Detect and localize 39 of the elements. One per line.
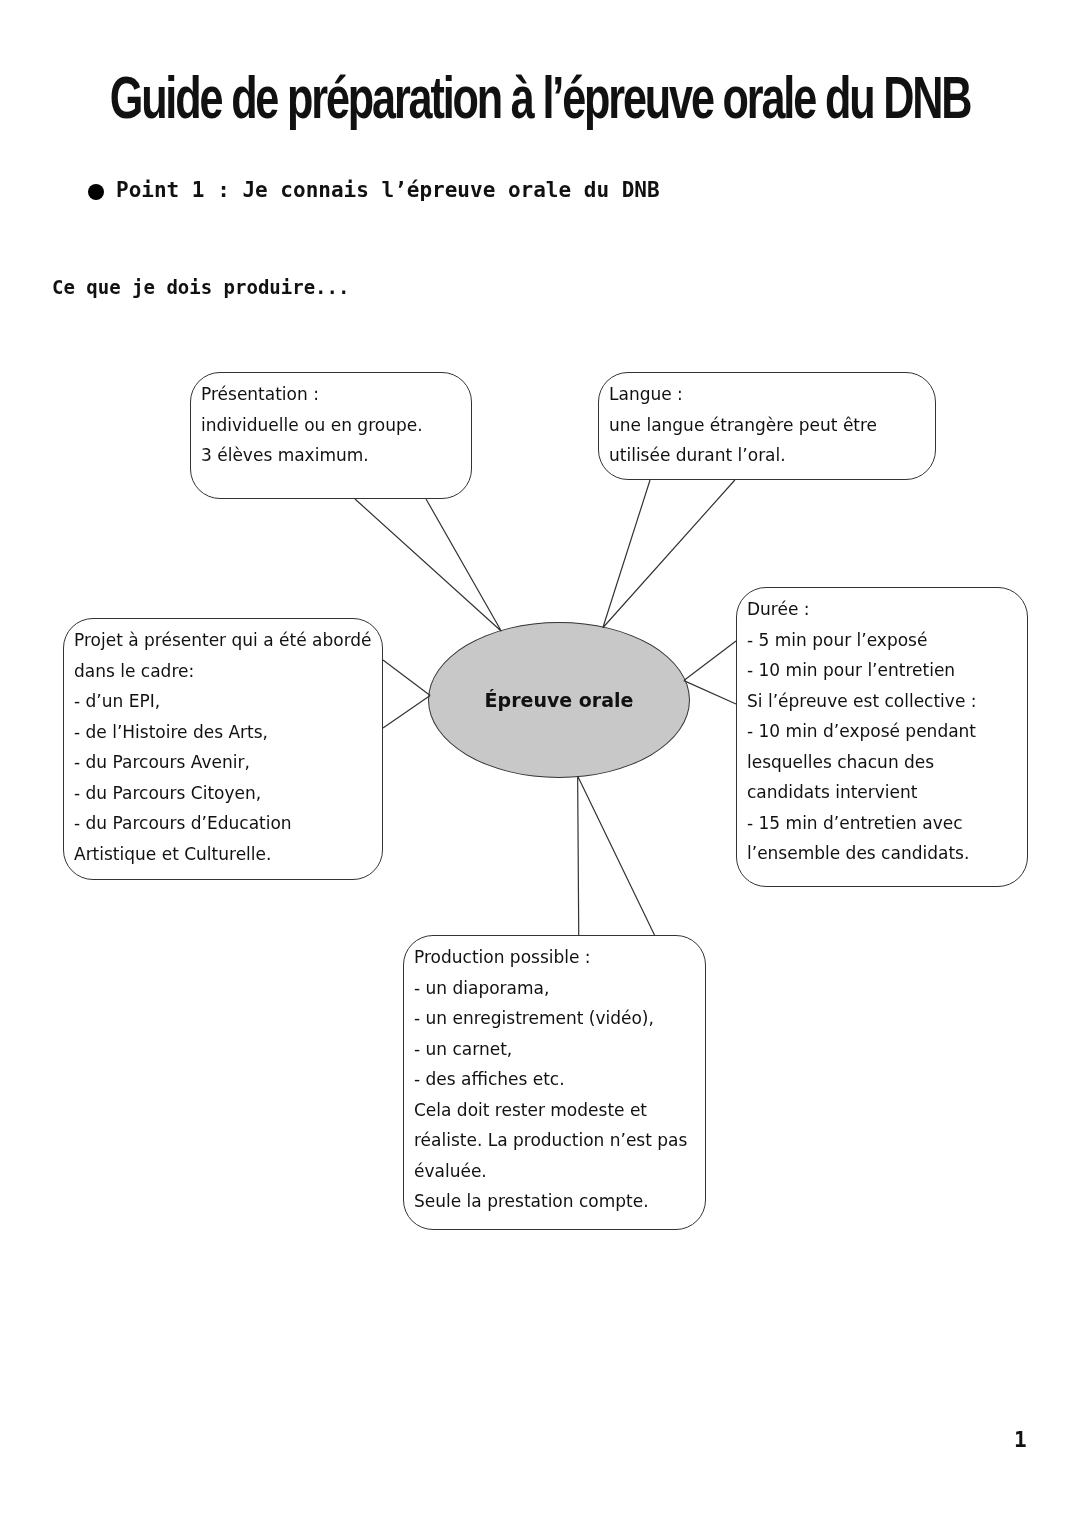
bubble-heading: Langue : <box>609 383 684 406</box>
bubble-heading: Durée : <box>747 598 811 621</box>
bubble-text: - du Parcours d’Education Artistique et Culturelle. <box>74 812 293 866</box>
bubble-tail <box>577 775 656 936</box>
bubble-text: - 5 min pour l’exposé <box>747 628 929 652</box>
bubble-text: - du Parcours Citoyen, <box>74 781 263 805</box>
bubble-text: - 10 min d’exposé pendant lesquelles chacun des candidats intervient <box>747 720 978 804</box>
bubble-text: - d’un EPI, <box>74 690 162 713</box>
bubble-text: une langue étrangère peut être utilisée durant l’oral. <box>609 413 879 467</box>
bubble-text: - un diaporama, <box>414 976 551 1000</box>
bubble-heading: Production possible : <box>414 946 592 969</box>
bubble-text: - 10 min pour l’entretien <box>747 659 957 682</box>
node-label: Épreuve orale <box>484 689 634 711</box>
bubble-tail <box>602 479 736 629</box>
bubble-text: - un enregistrement (vidéo), <box>414 1007 655 1030</box>
title: Guide de préparation à l’épreuve orale du DNB <box>108 63 972 133</box>
bubble-text: - des affiches etc. <box>414 1068 566 1091</box>
bubble-text: - du Parcours Avenir, <box>74 751 251 774</box>
bubble-tail <box>354 498 502 632</box>
bubble-text: - 15 min d’entretien avec l’ensemble des candidats. <box>747 811 971 865</box>
bubble-text: individuelle ou en groupe. <box>201 413 424 437</box>
bubble-text: - un carnet, <box>414 1037 514 1061</box>
section-heading: Point 1 : Je connais l’épreuve orale du DNB <box>116 178 660 202</box>
bubble-text: Seule la prestation compte. <box>414 1190 650 1213</box>
page-number: 1 <box>1014 1428 1027 1452</box>
speech-bubble <box>403 935 706 1230</box>
speech-bubble <box>598 372 936 480</box>
bubble-heading: Présentation : <box>201 383 320 406</box>
bubble-heading: Projet à présenter qui a été abordé dans le cadre: <box>74 629 373 683</box>
bubble-text: - de l’Histoire des Arts, <box>74 720 269 744</box>
bubble-text: 3 élèves maximum. <box>201 444 370 467</box>
bubble-tail <box>683 640 737 705</box>
bubble-text: Cela doit rester modeste et réaliste. La production n’est pas évaluée. <box>414 1098 689 1183</box>
speech-bubble <box>63 618 383 880</box>
speech-bubble <box>190 372 472 499</box>
bubble-tail <box>382 659 431 729</box>
speech-bubble <box>736 587 1028 887</box>
bubble-text: Si l’épreuve est collective : <box>747 689 978 713</box>
subheading: Ce que je dois produire... <box>52 276 350 298</box>
